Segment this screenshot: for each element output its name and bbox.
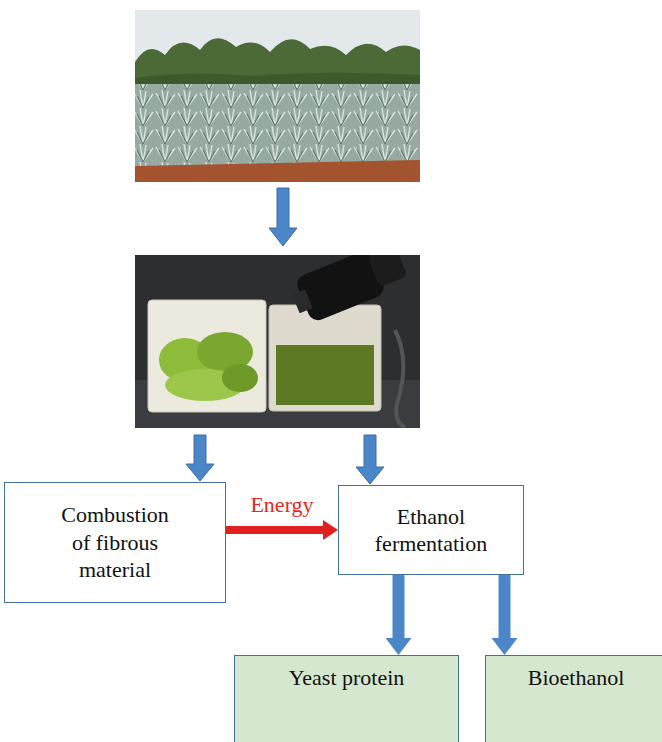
process-box: Ethanol fermentation [338,485,524,575]
cord [395,330,405,428]
pineapple-leaves [135,84,420,169]
flow-arrow [393,575,405,638]
sky [135,10,420,182]
juicer-head [287,255,411,326]
flow-arrow [499,575,511,638]
fiber-container [148,300,266,412]
juice [276,345,374,405]
juicer-photo [135,255,420,428]
field-photo [135,10,420,182]
box-text: Yeast protein [289,664,405,692]
red-soil [135,160,420,182]
process-box: Combustion of fibrous material [4,482,226,603]
process-box: Yeast protein [234,655,459,742]
down-arrow [186,435,214,481]
down-arrow [356,435,384,484]
edge-label: Energy [247,492,316,518]
juicer-spout [292,289,312,313]
pineapple-field [135,84,420,169]
down-arrow [269,188,297,246]
process-box: Bioethanol [485,655,662,742]
flow-arrow [226,526,323,534]
box-text: Combustion of fibrous material [51,501,179,584]
juicer-cap [368,255,408,287]
box-text: Bioethanol [528,664,625,692]
juice-container [269,305,381,411]
fiber [222,364,258,392]
box-text: Ethanol fermentation [349,503,514,558]
